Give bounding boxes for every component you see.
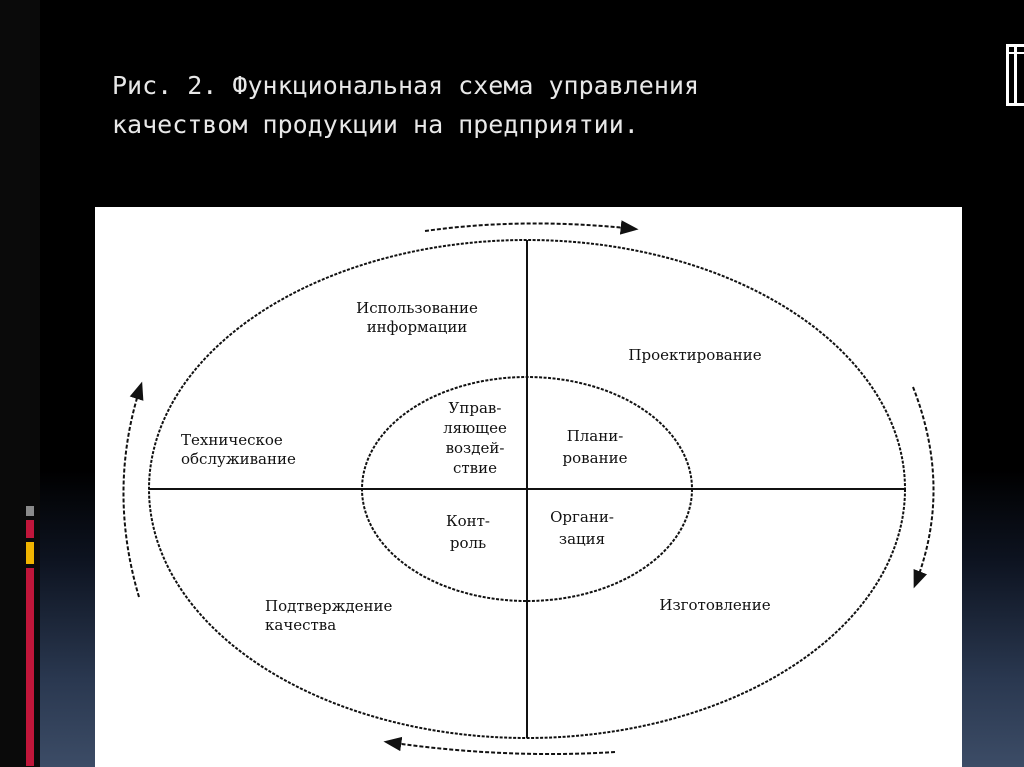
corner-decoration	[1006, 44, 1024, 106]
label-manufacturing: Изготовление	[659, 596, 771, 614]
left-color-stripes	[26, 506, 36, 766]
label-design: Проектирование	[628, 346, 762, 364]
label-planning: Плани- рование	[562, 427, 628, 467]
cycle-arrow-bottom	[383, 736, 616, 756]
title-line-2: качеством продукции на предприятии.	[112, 110, 639, 139]
label-information-use: Использование информации	[356, 299, 478, 336]
label-quality-confirmation: Подтверждение качества	[265, 597, 393, 634]
label-organization: Органи- зация	[550, 508, 614, 548]
label-maintenance: Техническое обслуживание	[181, 431, 296, 468]
stripe-yellow	[26, 542, 34, 564]
cycle-arrow-top	[424, 220, 639, 235]
quality-management-diagram	[122, 220, 935, 756]
label-control-action: Управ- ляющее воздей- ствие	[443, 399, 507, 477]
stripe-red	[26, 520, 34, 538]
title-line-1: Рис. 2. Функциональная схема управления	[112, 71, 699, 100]
cycle-arrow-left	[122, 381, 144, 598]
stripe-red-long	[26, 568, 34, 766]
diagram-panel: Использование информации Проектирование …	[95, 207, 962, 767]
stripe-gray	[26, 506, 34, 516]
cycle-arrow-right	[912, 386, 935, 589]
label-control: Конт- роль	[445, 512, 491, 552]
slide-title: Рис. 2. Функциональная схема управления …	[112, 66, 932, 144]
